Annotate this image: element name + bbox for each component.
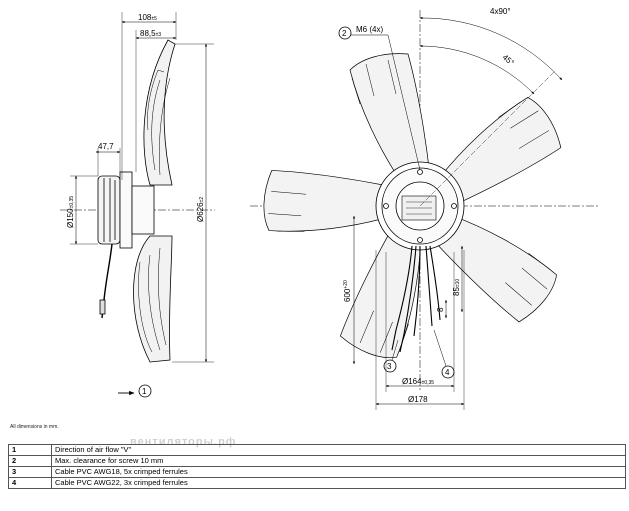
dim-85: 85±10 [452, 279, 461, 296]
screw-label: M6 (4x) [356, 25, 383, 34]
dim-8: 8 [436, 307, 445, 312]
blade-2 [438, 96, 562, 207]
screw-hole [383, 203, 389, 209]
dim-150: Ø150±0,35 [66, 196, 75, 228]
units-note: All dimensions in mm. [10, 424, 59, 430]
fan-blades [263, 53, 562, 359]
legend-row: 1 Direction of air flow "V" [8, 444, 626, 456]
legend-text: Max. clearance for screw 10 mm [51, 455, 626, 467]
legend-table: 1 Direction of air flow "V" 2 Max. clear… [8, 444, 626, 489]
legend-number: 3 [8, 466, 52, 478]
screw-hole [451, 203, 457, 209]
legend-text: Cable PVC AWG18, 5x crimped ferrules [51, 466, 626, 478]
blade-4 [339, 223, 422, 359]
side-view-labels: 108±5 88,5±3 47,7 Ø150±0,35 Ø626±2 1 [66, 13, 205, 396]
callout-circle-1 [138, 384, 152, 398]
legend-number: 1 [8, 444, 52, 456]
blade-1 [349, 53, 431, 181]
callout-1-label: 1 [142, 387, 147, 396]
legend-row: 4 Cable PVC AWG22, 3x crimped ferrules [8, 477, 626, 489]
legend-text: Direction of air flow "V" [51, 444, 626, 456]
dim-108: 108±5 [138, 13, 157, 22]
dim-178: Ø178 [408, 395, 428, 404]
legend-text: Cable PVC AWG22, 3x crimped ferrules [51, 477, 626, 489]
callout-circle-3 [383, 359, 397, 373]
callout-3-label: 3 [387, 362, 392, 371]
screw-hole [417, 237, 423, 243]
legend-row: 3 Cable PVC AWG18, 5x crimped ferrules [8, 466, 626, 478]
callout-4-label: 4 [445, 368, 450, 377]
dim-164: Ø164±0,35 [402, 377, 434, 386]
front-view [250, 10, 600, 410]
dim-47-7: 47,7 [98, 142, 114, 151]
blade-profile-lower [133, 235, 173, 363]
dim-88-5: 88,5±3 [140, 29, 161, 38]
legend-number: 2 [8, 455, 52, 467]
legend-row: 2 Max. clearance for screw 10 mm [8, 455, 626, 467]
front-view-labels: 4x90° 45° 2 M6 (4x) 600+20 85±10 8 3 4 Ø… [342, 7, 516, 404]
angle-arc-4x90 [419, 16, 563, 81]
blade-5 [263, 170, 395, 232]
angle-arc-45 [419, 44, 535, 95]
callout-circle-2 [338, 26, 352, 40]
angle-45-label: 45° [501, 53, 516, 68]
cables [391, 245, 441, 353]
angle-4x90-label: 4x90° [490, 7, 511, 16]
side-view [60, 12, 215, 398]
dim-600: 600+20 [343, 280, 352, 302]
callout-2-label: 2 [342, 29, 347, 38]
motor-housing [97, 175, 121, 245]
technical-drawing: 108±5 88,5±3 47,7 Ø150±0,35 Ø626±2 1 [60, 7, 600, 410]
dim-626: Ø626±2 [196, 197, 205, 222]
legend-number: 4 [8, 477, 52, 489]
